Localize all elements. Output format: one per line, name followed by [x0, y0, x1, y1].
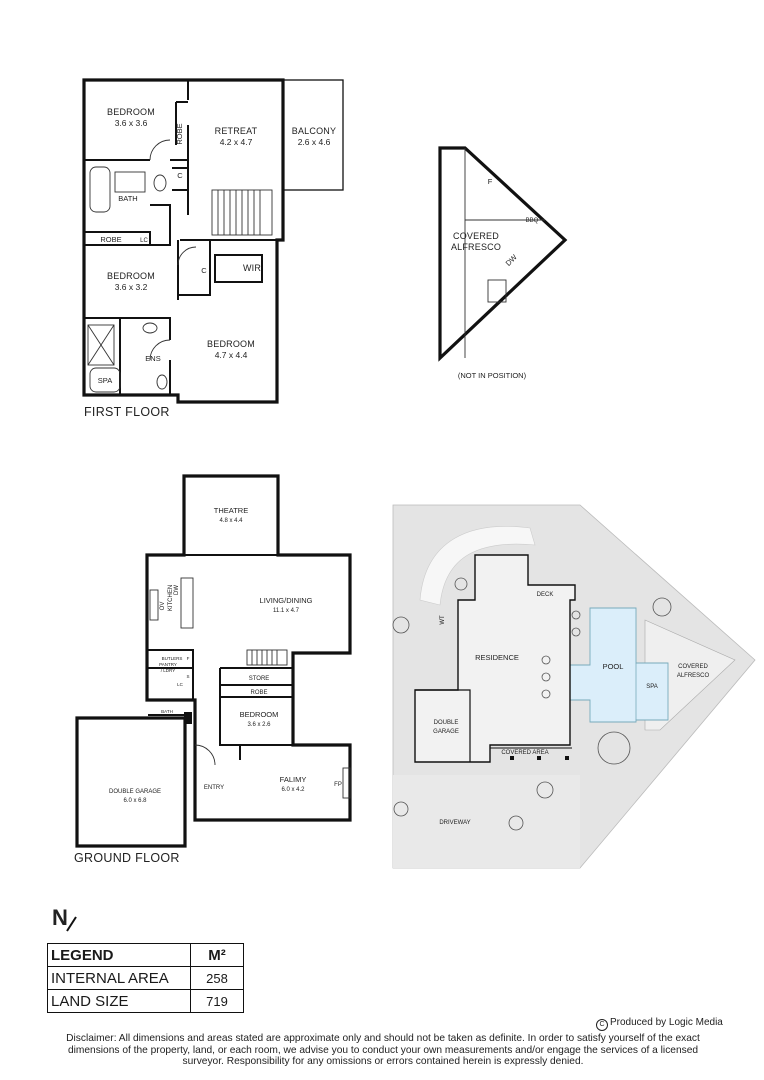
- disclaimer-text: Disclaimer: All dimensions and areas sta…: [66, 1033, 700, 1067]
- site-alfresco2: ALFRESCO: [677, 673, 710, 679]
- site-spa: SPA: [646, 684, 658, 690]
- ff-bedroom2-name: BEDROOM: [107, 271, 155, 281]
- ff-balcony-dim: 2.6 x 4.6: [298, 137, 331, 147]
- ff-retreat-name: RETREAT: [215, 126, 258, 136]
- ff-retreat-dim: 4.2 x 4.7: [220, 137, 253, 147]
- legend-row-value: 258: [190, 966, 244, 990]
- gf-ldry: / LDRY: [161, 668, 175, 673]
- legend-row-value: 719: [190, 989, 244, 1013]
- gf-fp: FP: [334, 782, 342, 788]
- ff-bedroom3-dim: 4.7 x 4.4: [215, 350, 248, 360]
- gf-f: F: [187, 656, 190, 661]
- site-garage1: DOUBLE: [434, 720, 459, 726]
- gf-butlers: BUTLERS: [162, 656, 183, 661]
- gf-bedroom-name: BEDROOM: [240, 710, 279, 719]
- ff-bedroom1-name: BEDROOM: [107, 107, 155, 117]
- gf-family-name: FALIMY: [280, 775, 307, 784]
- site-pool: POOL: [603, 662, 624, 671]
- gf-lc: LC: [177, 682, 184, 687]
- site-covered-area: COVERED AREA: [501, 750, 548, 756]
- gf-garage-name: DOUBLE GARAGE: [109, 789, 161, 795]
- gf-s: S: [186, 674, 189, 679]
- alfresco-inset-f: F: [488, 177, 493, 186]
- alfresco-inset-plan: COVERED ALFRESCO F BBQ DW (NOT IN POSITI…: [438, 146, 568, 380]
- ff-c-mid: C: [201, 266, 207, 275]
- site-alfresco1: COVERED: [678, 664, 708, 670]
- compass-letter: N: [52, 905, 68, 930]
- gf-family-dim: 6.0 x 4.2: [281, 787, 305, 793]
- ground-floor-title: GROUND FLOOR: [74, 851, 180, 865]
- ff-balcony-name: BALCONY: [292, 126, 336, 136]
- alfresco-inset-dw: DW: [504, 252, 520, 268]
- legend-row: INTERNAL AREA 258: [47, 966, 244, 990]
- gf-theatre-dim: 4.8 x 4.4: [219, 518, 243, 524]
- site-garage2: GARAGE: [433, 729, 459, 735]
- legend-header-row: LEGEND M²: [47, 943, 244, 967]
- gf-ov: OV: [160, 602, 166, 611]
- gf-living-name: LIVING/DINING: [260, 596, 313, 605]
- site-driveway: DRIVEWAY: [439, 820, 470, 826]
- alfresco-inset-name2: ALFRESCO: [451, 242, 501, 252]
- ff-lc: LC: [140, 238, 148, 244]
- ff-wir: WIR: [243, 263, 261, 273]
- alfresco-inset-bbq: BBQ: [526, 218, 539, 224]
- gf-store: STORE: [249, 676, 270, 682]
- gf-theatre-name: THEATRE: [214, 506, 248, 515]
- legend-header-label: LEGEND: [47, 943, 191, 967]
- site-plan: DECK WT RESIDENCE POOL SPA COVERED ALFRE…: [392, 504, 756, 869]
- legend-row: LAND SIZE 719: [47, 989, 244, 1013]
- alfresco-inset-name1: COVERED: [453, 231, 499, 241]
- ff-robe-top: ROBE: [175, 123, 184, 144]
- credit-text: Produced by Logic Media: [610, 1017, 723, 1028]
- gf-living-dim: 11.1 x 4.7: [273, 608, 300, 614]
- ff-bedroom1-dim: 3.6 x 3.6: [115, 118, 148, 128]
- gf-pantry: PANTRY: [159, 662, 177, 667]
- gf-robe: ROBE: [250, 690, 267, 696]
- site-wt: WT: [440, 615, 446, 625]
- legend-table: LEGEND M² INTERNAL AREA 258 LAND SIZE 71…: [47, 943, 244, 1013]
- ff-ens: ENS: [145, 354, 160, 363]
- copyright-icon: C: [596, 1019, 608, 1031]
- gf-bath: BATH: [161, 709, 173, 714]
- gf-dw: DW: [174, 585, 180, 595]
- first-floor-plan: BEDROOM 3.6 x 3.6 ROBE RETREAT 4.2 x 4.7…: [82, 78, 344, 419]
- ff-robe-mid: ROBE: [100, 235, 121, 244]
- ff-bedroom3-name: BEDROOM: [207, 339, 255, 349]
- gf-kitchen: KITCHEN: [168, 585, 174, 611]
- ff-bath: BATH: [118, 194, 137, 203]
- gf-entry: ENTRY: [204, 785, 224, 791]
- gf-garage-dim: 6.0 x 6.8: [123, 798, 147, 804]
- north-arrow-icon: N: [52, 905, 77, 932]
- ff-c-top: C: [177, 171, 183, 180]
- site-deck: DECK: [537, 592, 554, 598]
- legend-row-label: INTERNAL AREA: [47, 966, 191, 990]
- legend-header-unit: M²: [190, 943, 244, 967]
- gf-bedroom-dim: 3.6 x 2.6: [247, 722, 271, 728]
- alfresco-inset-note: (NOT IN POSITION): [458, 371, 527, 380]
- legend-row-label: LAND SIZE: [47, 989, 191, 1013]
- site-residence: RESIDENCE: [475, 653, 519, 662]
- ff-bedroom2-dim: 3.6 x 3.2: [115, 282, 148, 292]
- ground-floor-plan: THEATRE 4.8 x 4.4 LIVING/DINING 11.1 x 4…: [74, 474, 352, 865]
- ff-spa: SPA: [98, 376, 112, 385]
- first-floor-title: FIRST FLOOR: [84, 405, 170, 419]
